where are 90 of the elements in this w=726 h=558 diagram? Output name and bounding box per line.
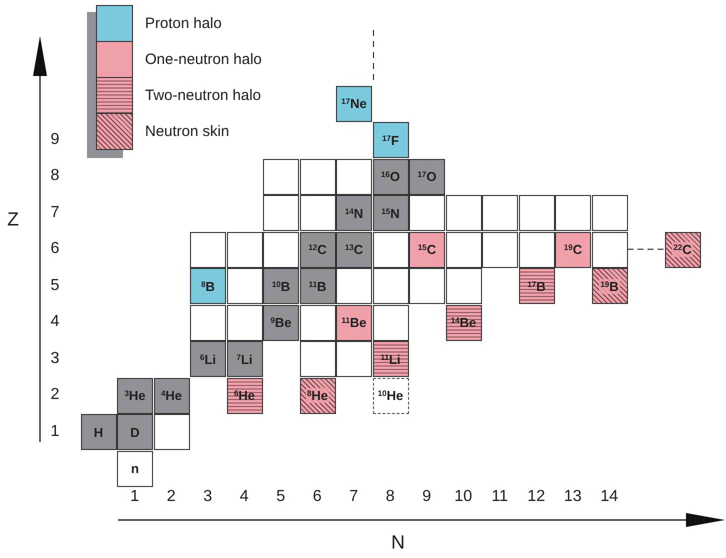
nuclide-label: $^{13}$C [344, 243, 364, 256]
stable-nucleus-cell [154, 378, 190, 414]
tick-label: 12 [527, 489, 546, 505]
nuclide-label: $^{17}$F [382, 134, 399, 146]
nuclide-label: $^{14}$N [344, 206, 364, 220]
stable-nucleus-cell [226, 341, 262, 377]
two-neutron-halo-cell [446, 304, 482, 340]
tick-label: 5 [276, 489, 286, 505]
nuclide-label: $^{22}$C [672, 242, 693, 257]
one-neutron-halo-cell [336, 304, 372, 340]
nuclide-label: n [131, 462, 139, 475]
axis-label: Z [7, 210, 19, 230]
legend-label: Neutron skin [145, 124, 230, 139]
nuclide-label: $^{8}$B [201, 280, 215, 292]
nuclide-label: $^{4}$He [160, 389, 182, 402]
nuclide-label: $^{10}$He [378, 389, 404, 402]
nuclide-label: $^{11}$B [308, 280, 326, 292]
nuclide-label: $^{12}$C [308, 243, 327, 256]
tick-label: 9 [50, 132, 60, 148]
tick-label: 9 [422, 489, 432, 505]
legend-label: One-neutron halo [145, 52, 262, 67]
tick-label: 2 [166, 489, 176, 505]
one-neutron-halo-cell [555, 232, 591, 268]
proton-halo-cell [190, 268, 226, 304]
nuclide-label: $^{3}$He [124, 389, 146, 402]
two-neutron-halo-cell [372, 341, 408, 377]
tick-label: 3 [203, 489, 212, 505]
stable-nucleus-cell [300, 268, 336, 304]
stable-nucleus-cell [409, 158, 445, 194]
stable-nucleus-cell [190, 341, 226, 377]
nuclide-label: $^{7}$Li [236, 352, 252, 366]
tick-label: 3 [50, 350, 60, 367]
tick-label: 8 [50, 168, 60, 184]
dashed-connector-line [627, 248, 664, 250]
axis-label: N [391, 534, 405, 552]
nuclide-label: $^{15}$C [418, 243, 436, 256]
stable-nucleus-cell [300, 232, 336, 268]
nuclide-label: $^{11}$Li [380, 352, 401, 366]
nuclide-label: $^{6}$Li [200, 352, 216, 366]
nuclide-label: $^{19}$B [599, 278, 620, 294]
two-neutron-halo-cell [226, 378, 262, 414]
dashed-cell [372, 378, 408, 414]
tick-label: 5 [50, 278, 60, 294]
two-neutron-halo-cell [518, 268, 554, 304]
tick-label: 14 [600, 489, 618, 505]
nuclide-label: $^{8}$He [306, 388, 330, 403]
tick-label: 1 [130, 489, 140, 505]
one-neutron-halo-cell [409, 232, 445, 268]
nuclide-label: $^{14}$Be [450, 316, 476, 329]
tick-label: 8 [386, 489, 395, 505]
nuclide-label: $^{9}$Be [270, 316, 292, 329]
stable-nucleus-cell [336, 195, 372, 231]
neutron-skin-cell [592, 268, 628, 304]
stable-nucleus-cell [372, 158, 408, 194]
stable-nucleus-cell [80, 414, 116, 450]
nuclide-label: D [130, 426, 140, 438]
tick-label: 4 [50, 314, 60, 330]
nuclide-label: H [94, 426, 104, 438]
stable-nucleus-cell [117, 414, 153, 450]
tick-label: 7 [349, 489, 358, 505]
proton-halo-cell [336, 86, 372, 122]
nuclide-label: $^{11}$Be [341, 316, 367, 329]
nuclide-label: $^{19}$C [564, 243, 582, 256]
nuclide-label: $^{17}$B [527, 280, 546, 292]
tick-label: 1 [50, 424, 60, 440]
legend-label: Proton halo [145, 16, 222, 31]
nuclide-label: $^{6}$He [234, 389, 256, 402]
tick-label: 11 [491, 489, 508, 505]
stable-nucleus-cell [336, 232, 372, 268]
tick-label: 6 [312, 489, 322, 505]
nuclide-label: $^{17}$O [417, 170, 437, 183]
neutron-skin-cell [300, 378, 336, 414]
neutron-skin-cell [664, 232, 700, 268]
stable-nucleus-cell [117, 378, 153, 414]
nuclide-label: $^{10}$B [272, 280, 290, 292]
tick-label: 6 [50, 241, 60, 258]
stable-nucleus-cell [372, 195, 408, 231]
nuclide-label: $^{17}$Ne [341, 97, 367, 110]
tick-label: 7 [50, 204, 60, 221]
proton-halo-cell [372, 122, 408, 158]
legend-label: Two-neutron halo [145, 88, 261, 103]
stable-nucleus-cell [263, 268, 299, 304]
tick-label: 2 [50, 387, 60, 404]
nuclide-label: $^{15}$N [381, 206, 400, 220]
tick-label: 13 [564, 489, 582, 505]
tick-label: 10 [454, 489, 472, 505]
tick-label: 4 [240, 489, 249, 505]
nuclide-label: $^{16}$O [380, 170, 400, 183]
empty-cell [117, 450, 153, 486]
stable-nucleus-cell [263, 304, 299, 340]
